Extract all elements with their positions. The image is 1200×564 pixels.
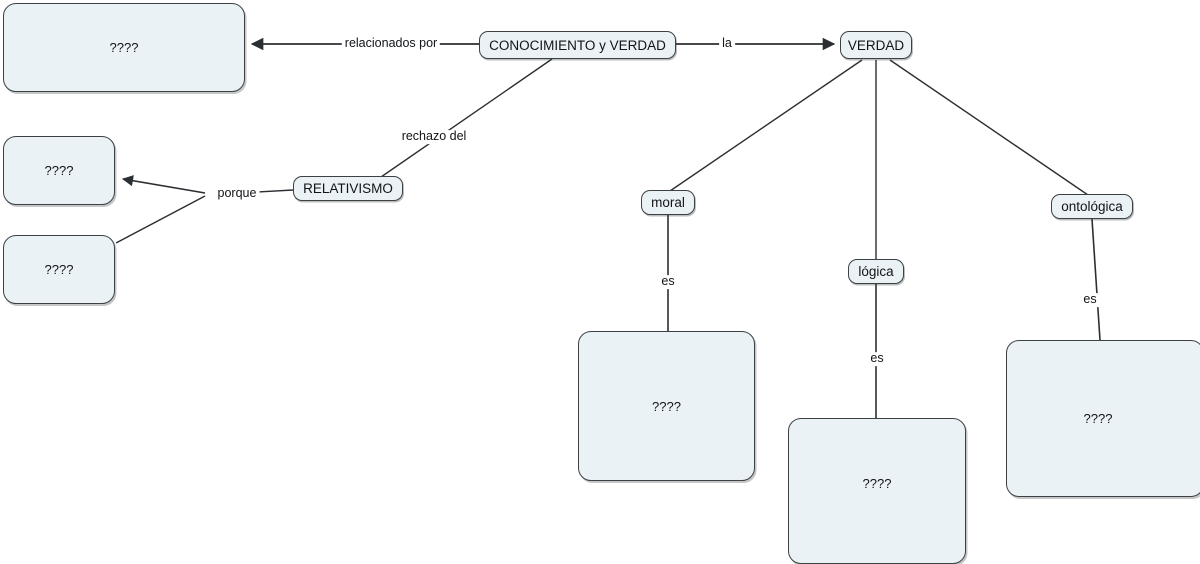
edge-ontologica-to-answer	[1091, 218, 1101, 341]
node-verdad[interactable]: VERDAD	[840, 31, 912, 59]
answer-box-moral-label: ????	[652, 398, 681, 414]
edge-label-rechazo-del: rechazo del	[398, 129, 470, 144]
node-moral[interactable]: moral	[641, 190, 695, 215]
node-relativismo-label: RELATIVISMO	[303, 181, 393, 196]
answer-box-ontologica[interactable]: ????	[1006, 340, 1200, 497]
node-ontologica-label: ontológica	[1061, 199, 1123, 214]
edge-label-es-moral: es	[658, 274, 678, 289]
answer-box-mid-left-label: ????	[44, 163, 74, 178]
answer-box-logica-label: ????	[862, 475, 892, 491]
answer-box-top-left-label: ????	[109, 40, 139, 55]
answer-box-logica[interactable]: ????	[788, 418, 966, 564]
edge-verdad-to-moral	[669, 59, 863, 192]
answer-box-top-left[interactable]: ????	[3, 3, 245, 92]
node-relativismo[interactable]: RELATIVISMO	[293, 176, 403, 201]
edge-label-la: la	[719, 36, 735, 51]
edge-label-relacionados-por: relacionados por	[341, 36, 441, 51]
node-root[interactable]: CONOCIMIENTO y VERDAD	[479, 31, 676, 59]
node-root-label: CONOCIMIENTO y VERDAD	[489, 37, 666, 53]
edge-label-es-logica: es	[867, 351, 887, 366]
edge-verdad-to-ontologica	[889, 59, 1089, 196]
edge-label-es-ontologica: es	[1080, 292, 1100, 307]
node-verdad-label: VERDAD	[847, 37, 905, 53]
answer-box-mid-left[interactable]: ????	[3, 136, 115, 205]
edge-label-porque: porque	[214, 186, 260, 201]
node-ontologica[interactable]: ontológica	[1051, 194, 1133, 219]
node-logica-label: lógica	[858, 264, 894, 279]
answer-box-ontologica-label: ????	[1083, 411, 1113, 426]
edge-porque-to-answer-mid-left	[121, 175, 206, 194]
answer-box-low-left[interactable]: ????	[3, 235, 115, 304]
edge-porque-to-answer-low-left	[115, 195, 206, 244]
answer-box-moral[interactable]: ????	[578, 331, 755, 481]
answer-box-low-left-label: ????	[44, 262, 74, 277]
node-moral-label: moral	[651, 195, 685, 210]
node-logica[interactable]: lógica	[848, 259, 904, 284]
edge-root-to-relativismo	[380, 58, 553, 178]
